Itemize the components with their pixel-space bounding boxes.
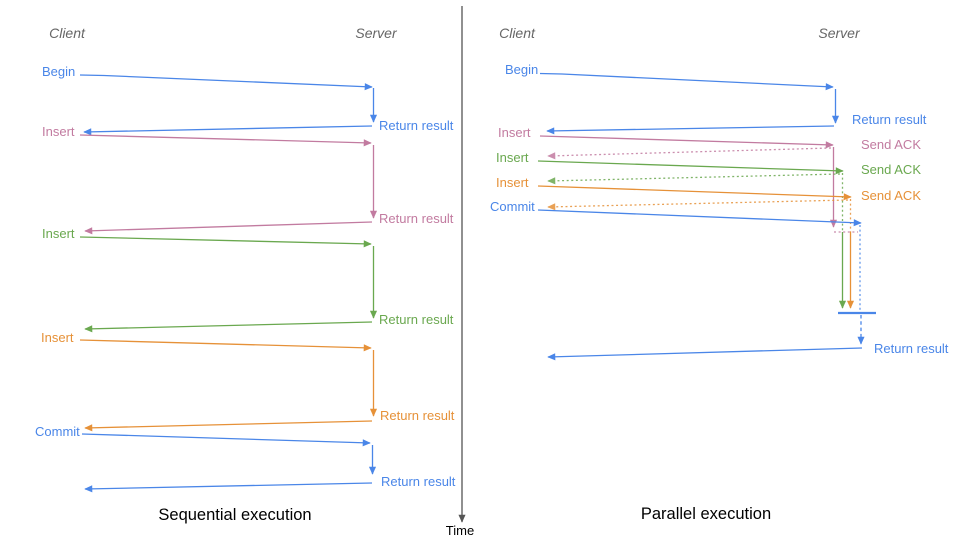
par-begin-response-label: Return result xyxy=(852,112,927,127)
par-server-header: Server xyxy=(818,25,861,41)
seq-insert3-response-label: Return result xyxy=(380,408,455,423)
par-commit-response-label: Return result xyxy=(874,341,949,356)
par-insert3-request-arrow xyxy=(537,185,852,201)
seq-insert2-label: Insert xyxy=(42,226,75,241)
par-commit-return-arrow xyxy=(547,347,863,361)
par-insert3-ack-label: Send ACK xyxy=(861,188,921,203)
par-insert2-label: Insert xyxy=(496,150,529,165)
par-insert3-label: Insert xyxy=(496,175,529,190)
sequential-panel: Client Server Begin Return result Insert… xyxy=(35,25,456,524)
seq-commit-return-arrow xyxy=(84,482,373,493)
par-begin-request-arrow xyxy=(539,72,834,91)
seq-begin-label: Begin xyxy=(42,64,75,79)
seq-begin-return-arrow xyxy=(83,125,373,136)
seq-insert3-return-arrow xyxy=(84,420,373,432)
par-insert1-request-arrow xyxy=(539,135,834,149)
seq-begin-request-arrow xyxy=(79,74,373,91)
par-commit-request-arrow xyxy=(537,209,862,227)
sequential-caption: Sequential execution xyxy=(158,506,311,524)
par-insert2-request-arrow xyxy=(537,160,844,175)
par-client-header: Client xyxy=(499,25,536,41)
seq-commit-response-label: Return result xyxy=(381,474,456,489)
par-insert2-ack-arrow xyxy=(547,173,841,185)
seq-client-header: Client xyxy=(49,25,86,41)
seq-insert2-request-arrow xyxy=(79,236,372,248)
par-insert2-ack-label: Send ACK xyxy=(861,162,921,177)
seq-insert2-return-arrow xyxy=(84,321,373,333)
seq-insert3-request-arrow xyxy=(79,339,372,352)
seq-insert1-request-arrow xyxy=(79,134,372,147)
time-axis: Time xyxy=(446,6,474,538)
par-insert1-ack-arrow xyxy=(547,147,832,160)
parallel-caption: Parallel execution xyxy=(641,505,771,523)
par-commit-label: Commit xyxy=(490,199,535,214)
par-begin-return-arrow xyxy=(546,125,835,135)
seq-insert1-response-label: Return result xyxy=(379,211,454,226)
seq-commit-label: Commit xyxy=(35,424,80,439)
seq-insert2-response-label: Return result xyxy=(379,312,454,327)
seq-insert1-label: Insert xyxy=(42,124,75,139)
seq-insert1-return-arrow xyxy=(84,221,373,235)
seq-begin-response-label: Return result xyxy=(379,118,454,133)
parallel-panel: Client Server Begin Return result Insert… xyxy=(490,25,949,523)
time-axis-label: Time xyxy=(446,523,474,538)
seq-commit-request-arrow xyxy=(81,433,371,447)
par-insert1-label: Insert xyxy=(498,125,531,140)
seq-insert3-label: Insert xyxy=(41,330,74,345)
par-insert1-ack-label: Send ACK xyxy=(861,137,921,152)
seq-server-header: Server xyxy=(355,25,398,41)
par-begin-label: Begin xyxy=(505,62,538,77)
par-insert3-ack-arrow xyxy=(547,199,849,211)
